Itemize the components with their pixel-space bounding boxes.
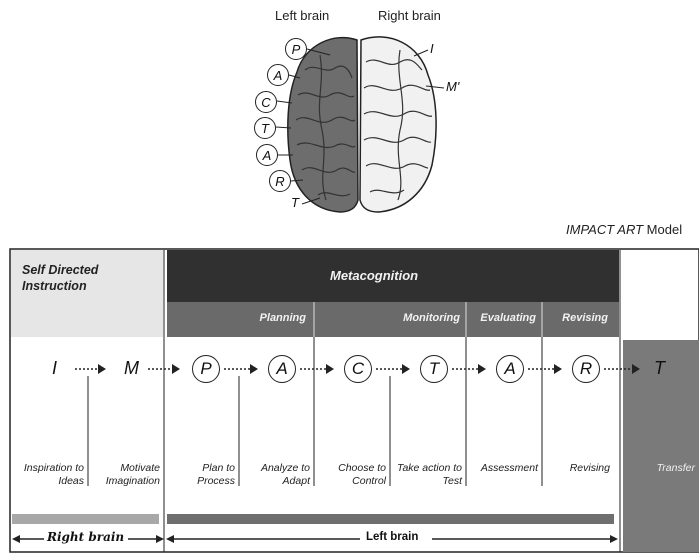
- self-directed-instruction: Self Directed Instruction: [22, 263, 99, 293]
- step-label-assessment: Assessment: [480, 462, 538, 474]
- right-brain-heading: Right brain: [378, 8, 441, 23]
- step-label-take-action: Take action to Test: [397, 462, 462, 487]
- step-label-choose: Choose to Control: [338, 462, 386, 487]
- step-label-revising: Revising: [569, 462, 610, 474]
- step-letter-r: R: [572, 355, 600, 383]
- right-hemisphere: [359, 36, 437, 213]
- brain-letter-a-2: A: [256, 144, 278, 166]
- step-letter-t-2: T: [654, 358, 665, 378]
- brain-letter-r: R: [269, 170, 291, 192]
- caption-italic: IMPACT ART: [566, 222, 644, 237]
- metacognition-title: Metacognition: [330, 268, 419, 283]
- left-brain-label: Left brain: [366, 531, 419, 543]
- step-label-plan: Plan to Process: [197, 462, 235, 487]
- step-letter-m: M: [124, 358, 139, 378]
- left-brain-heading: Left brain: [275, 8, 330, 23]
- step-letter-p: P: [192, 355, 220, 383]
- step-label-analyze: Analyze to Adapt: [260, 462, 310, 487]
- phase-revising: Revising: [562, 312, 608, 324]
- brain-letter-a: A: [267, 64, 289, 86]
- brain-letter-c: C: [255, 91, 277, 113]
- phase-evaluating: Evaluating: [480, 312, 536, 324]
- right-brain-label: Right brain: [47, 530, 125, 544]
- step-label-inspiration: Inspiration to Ideas: [23, 462, 84, 487]
- step-letter-i: I: [52, 358, 58, 378]
- caption-rest: Model: [646, 222, 683, 237]
- brain-letter-p: P: [285, 38, 307, 60]
- phase-monitoring: Monitoring: [403, 312, 460, 324]
- step-letter-a-2: A: [496, 355, 524, 383]
- step-letter-t: T: [420, 355, 448, 383]
- brain-letter-t: T: [254, 117, 276, 139]
- brain-letter-m: M': [446, 79, 460, 94]
- step-label-transfer: Transfer: [656, 462, 695, 474]
- brain-illustration: [275, 36, 445, 213]
- phase-planning: Planning: [259, 312, 306, 324]
- brain-letter-t-2: T: [291, 195, 299, 210]
- step-letter-a: A: [268, 355, 296, 383]
- step-label-motivate: Motivate Imagination: [105, 462, 160, 487]
- model-caption: IMPACT ART Model: [566, 222, 682, 237]
- step-letter-c: C: [344, 355, 372, 383]
- brain-letter-i: I: [430, 41, 434, 56]
